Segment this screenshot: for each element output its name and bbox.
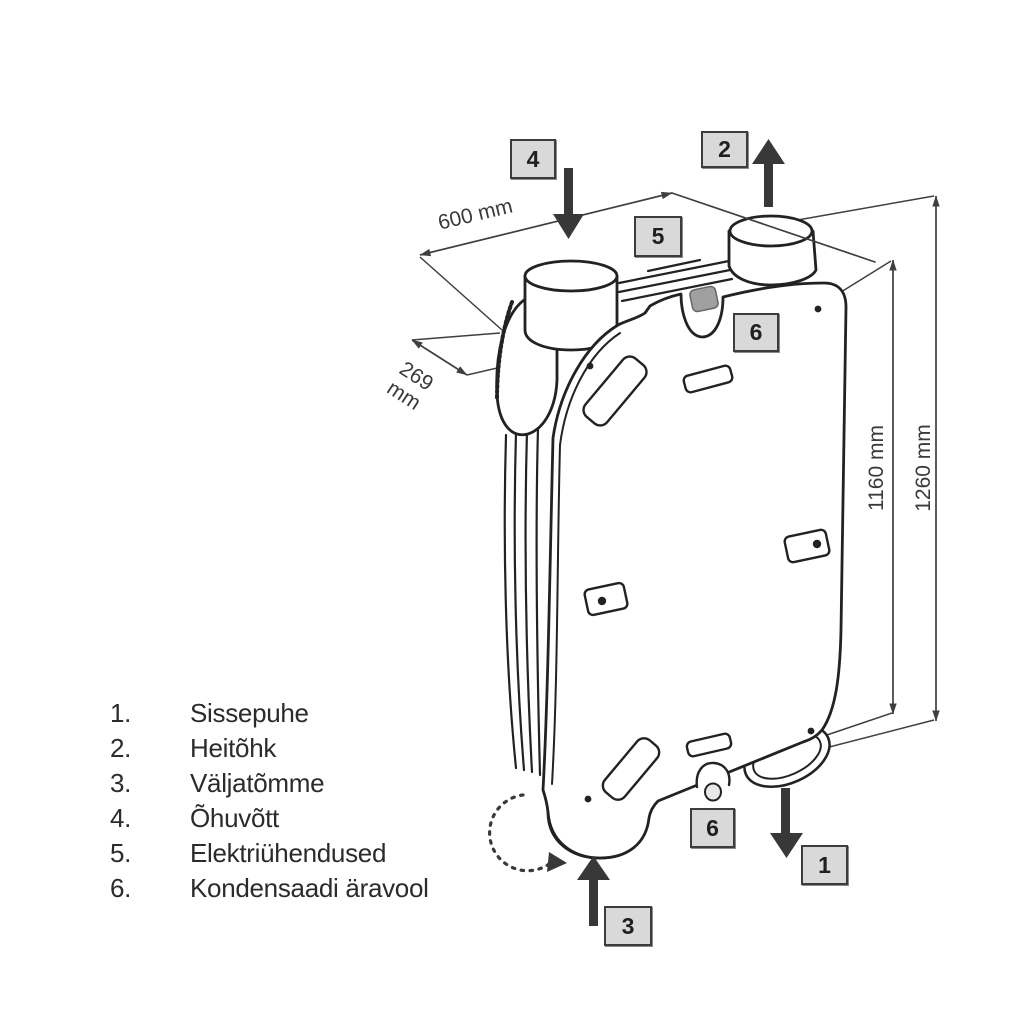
legend-item-label: Kondensaadi äravool — [190, 873, 429, 903]
legend-row: 4. Õhuvõtt — [110, 803, 429, 838]
legend-item-number: 2. — [110, 733, 132, 763]
mount-tab-right — [783, 528, 831, 564]
legend-item-number: 3. — [110, 768, 132, 798]
callout-3-extract: 3 — [604, 906, 652, 946]
callout-2-exhaust: 2 — [701, 131, 748, 168]
rotation-dashed-arrow — [488, 793, 567, 873]
top-plane-edge — [671, 192, 876, 263]
legend-item-number: 6. — [110, 873, 132, 903]
legend-item-number: 4. — [110, 803, 132, 833]
legend-item-number: 5. — [110, 838, 132, 868]
legend-row: 3. Väljatõmme — [110, 768, 429, 803]
exhaust-port-cylinder — [727, 214, 818, 287]
dim-line-width-600 — [419, 191, 673, 257]
slot-upper-middle — [682, 364, 734, 394]
callout-6-condensate-top: 6 — [733, 313, 779, 352]
slot-upper-left — [582, 355, 648, 427]
dim-height-outer-label: 1260 mm — [912, 424, 935, 512]
flow-arrow-exhaust-up — [752, 139, 785, 207]
legend-item-label: Elektriühendused — [190, 838, 387, 868]
slot-bottom-left — [601, 737, 661, 801]
legend-item-label: Heitõhk — [190, 733, 277, 763]
legend-item-label: Sissepuhe — [190, 698, 309, 728]
callout-6-condensate-bottom: 6 — [690, 808, 735, 848]
legend-item-label: Väljatõmme — [190, 768, 325, 798]
flow-arrow-extract-up — [577, 856, 610, 926]
condensate-notch-bottom — [695, 761, 731, 789]
legend: 1. Sissepuhe 2. Heitõhk 3. Väljatõmme 4.… — [110, 698, 429, 908]
screw-dot-2 — [814, 305, 822, 313]
intake-port-cylinder — [495, 259, 619, 437]
screw-dot-1 — [586, 362, 594, 370]
legend-row: 6. Kondensaadi äravool — [110, 873, 429, 908]
panel-inner-line — [551, 332, 621, 785]
callout-5-electrical: 5 — [634, 216, 682, 257]
slot-bottom-middle — [685, 732, 733, 758]
front-panel — [541, 281, 848, 860]
callout-4-intake: 4 — [510, 139, 556, 179]
panel-details — [582, 285, 831, 803]
flow-arrow-supply-down — [770, 788, 803, 858]
flow-arrows — [488, 139, 803, 926]
legend-item-label: Õhuvõtt — [190, 803, 279, 833]
screw-dot-3 — [807, 727, 815, 735]
legend-row: 1. Sissepuhe — [110, 698, 429, 733]
dim-height-inner-label: 1160 mm — [865, 425, 888, 511]
dim-line-depth-269 — [411, 339, 468, 376]
left-side-lines — [503, 426, 542, 777]
condensate-plug-top — [689, 285, 719, 313]
mount-hole-right — [812, 539, 822, 549]
electrical-channel-lines — [617, 258, 734, 303]
mount-tab-left — [583, 581, 629, 617]
mount-hole-left — [597, 596, 607, 606]
flow-arrow-intake-down — [553, 168, 584, 239]
screw-dot-4 — [584, 795, 592, 803]
legend-item-number: 1. — [110, 698, 132, 728]
legend-row: 5. Elektriühendused — [110, 838, 429, 873]
callout-1-supply: 1 — [801, 845, 848, 885]
condensate-plug-bottom — [704, 782, 722, 802]
flex-duct-hatch — [495, 300, 514, 402]
ventilation-unit-drawing — [495, 192, 876, 860]
legend-row: 2. Heitõhk — [110, 733, 429, 768]
